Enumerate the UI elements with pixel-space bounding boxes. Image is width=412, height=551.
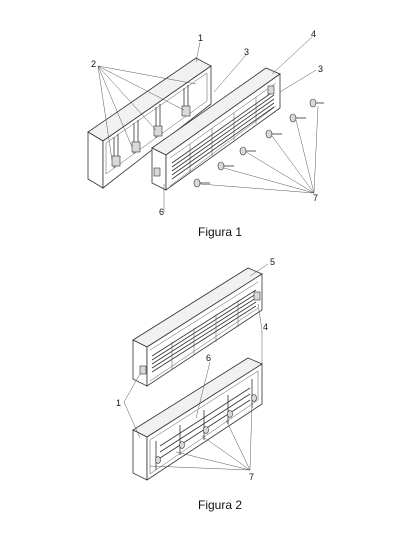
label-4: 4 xyxy=(311,29,316,39)
label-7: 7 xyxy=(313,193,318,203)
label-1: 1 xyxy=(116,398,121,408)
label-3b: 3 xyxy=(318,64,323,74)
figure-2: 5 4 6 1 7 Figura 2 xyxy=(116,257,275,512)
grille-panel xyxy=(151,67,281,191)
leader-lines-fig1 xyxy=(97,36,319,212)
label-3: 3 xyxy=(244,47,249,57)
labels-fig2: 5 4 6 1 7 xyxy=(116,257,275,482)
label-5: 5 xyxy=(270,257,275,267)
frame-part xyxy=(87,57,212,189)
label-4: 4 xyxy=(263,322,268,332)
figure-2-caption: Figura 2 xyxy=(198,498,242,512)
upper-assembly xyxy=(132,267,263,387)
label-2: 2 xyxy=(91,59,96,69)
label-6: 6 xyxy=(159,207,164,217)
figure-1-caption: Figura 1 xyxy=(198,225,242,239)
label-1: 1 xyxy=(198,33,203,43)
screws xyxy=(193,98,324,188)
leader-lines-fig2 xyxy=(123,263,269,471)
labels-fig1: 1 2 3 4 3 6 7 xyxy=(91,29,323,217)
figure-1: 1 2 3 4 3 6 7 Figura 1 xyxy=(87,29,324,239)
label-6: 6 xyxy=(206,353,211,363)
label-7: 7 xyxy=(249,472,254,482)
